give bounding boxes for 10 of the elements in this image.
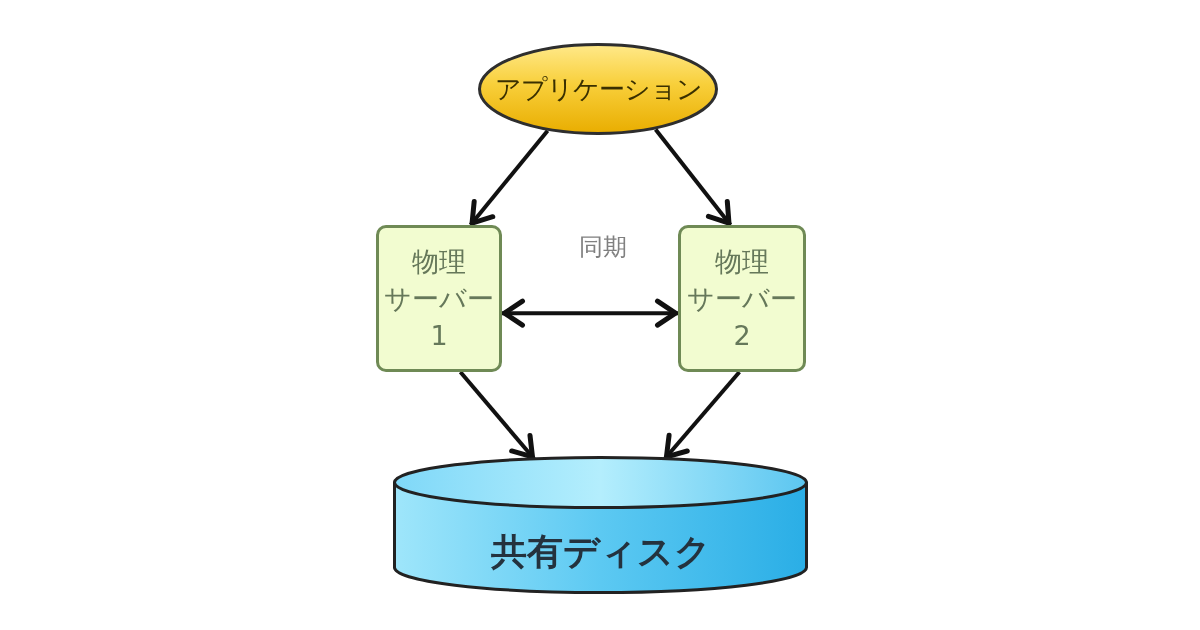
server-label: 物理サーバー2 bbox=[686, 245, 798, 353]
disk-label: 共有ディスク bbox=[490, 529, 711, 574]
server-label: 物理サーバー1 bbox=[383, 245, 495, 353]
arrow bbox=[468, 129, 550, 227]
server-box bbox=[678, 225, 806, 372]
arrow bbox=[663, 370, 741, 460]
double-arrow bbox=[502, 298, 678, 328]
app-label: アプリケーション bbox=[494, 72, 702, 106]
arrow bbox=[654, 128, 733, 227]
server-box bbox=[376, 225, 502, 372]
